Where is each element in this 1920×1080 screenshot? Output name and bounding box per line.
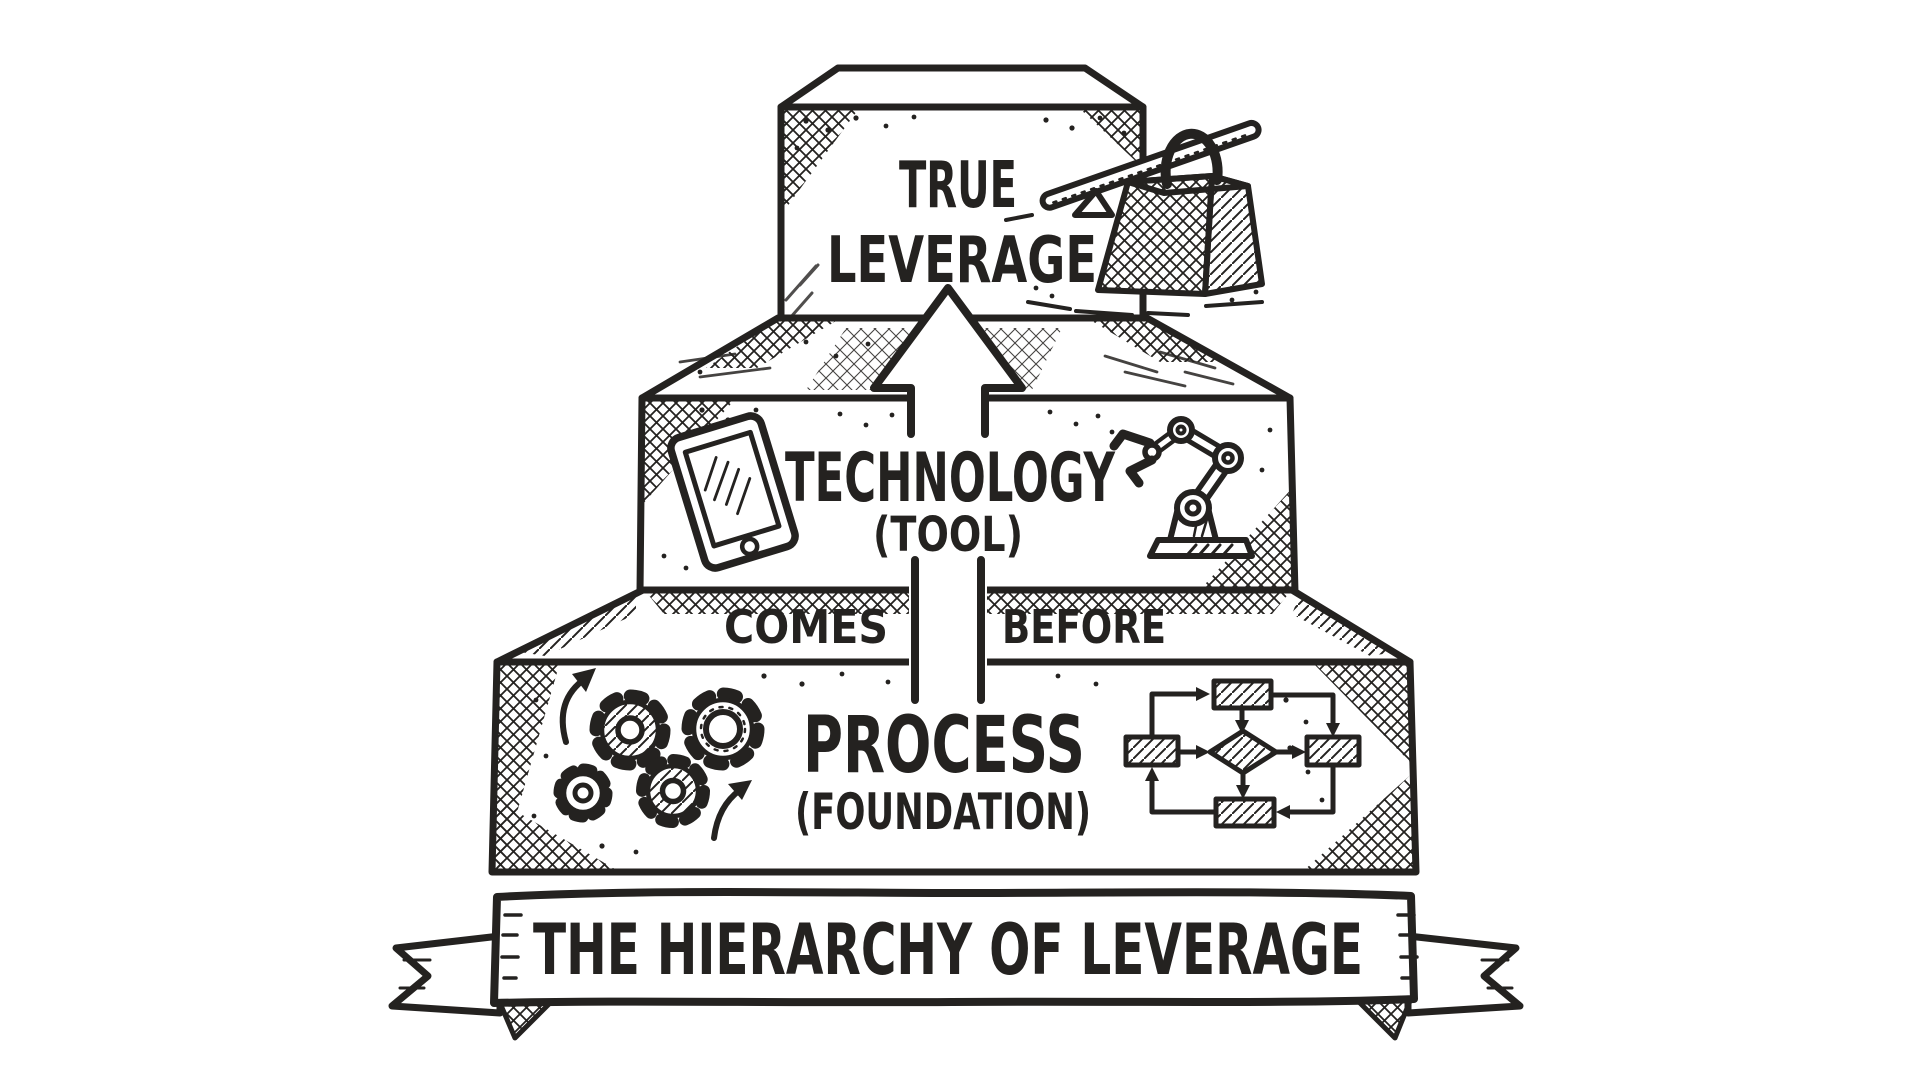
gear-large-open bbox=[681, 687, 765, 771]
tier-middle-sublabel: (TOOL) bbox=[873, 507, 1023, 563]
screen-shine bbox=[703, 456, 752, 516]
top-block-front-face bbox=[777, 103, 1147, 334]
top-block: TRUE LEVERAGE bbox=[777, 64, 1265, 334]
hatch-decoration bbox=[520, 594, 636, 656]
tier-bottom-label: PROCESS bbox=[803, 701, 1085, 791]
ribbon-dashes bbox=[500, 913, 1419, 980]
gripper-claw bbox=[1109, 429, 1157, 488]
gear-small bbox=[553, 763, 613, 823]
flow-lines bbox=[1149, 691, 1336, 815]
up-arrow bbox=[870, 284, 1026, 438]
robot-arm-icon bbox=[1095, 413, 1273, 559]
hatch-decoration bbox=[1312, 662, 1410, 762]
hatch-decoration bbox=[1302, 770, 1416, 872]
ribbon-banner: THE HIERARCHY OF LEVERAGE bbox=[388, 888, 1524, 1041]
banner-title: THE HIERARCHY OF LEVERAGE bbox=[533, 909, 1363, 991]
tablet-icon bbox=[667, 412, 799, 572]
weight bbox=[1095, 128, 1265, 297]
hatch-decoration bbox=[1087, 318, 1225, 362]
flow-node-hatch bbox=[1126, 681, 1359, 826]
sketch-lines bbox=[784, 263, 820, 320]
tier-bottom-sublabel: (FOUNDATION) bbox=[795, 783, 1091, 841]
stipple-dots bbox=[1033, 285, 1259, 303]
hatch-decoration bbox=[781, 107, 860, 215]
stipple-dots bbox=[531, 671, 1325, 855]
hatch-decoration bbox=[706, 318, 841, 368]
rotation-arrow-head bbox=[728, 780, 752, 800]
sketch-lines bbox=[678, 350, 1235, 388]
flow-arrowheads bbox=[1145, 687, 1340, 819]
ground-shadow bbox=[1004, 213, 1264, 317]
before-label: BEFORE bbox=[1002, 600, 1166, 654]
rotation-arrow-head bbox=[572, 668, 596, 692]
stipple-dots bbox=[697, 339, 871, 375]
weight-handle bbox=[1160, 128, 1223, 189]
top-block-top-face bbox=[777, 64, 1147, 111]
gear-medium-hatched bbox=[636, 754, 710, 828]
home-button bbox=[739, 536, 760, 557]
flowchart-icon bbox=[1123, 678, 1362, 829]
arrow-head-outline bbox=[870, 284, 1026, 438]
ribbon-tail-left bbox=[388, 932, 504, 1017]
comes-label: COMES bbox=[724, 600, 888, 654]
tier-top-label-line1: TRUE bbox=[899, 149, 1017, 223]
gears-icon bbox=[553, 668, 765, 841]
gear-large-hatched bbox=[589, 689, 671, 771]
stipple-dots bbox=[794, 114, 1127, 151]
hatch-decoration bbox=[1292, 594, 1396, 656]
ribbon-band bbox=[490, 888, 1418, 1007]
up-arrow-shaft bbox=[909, 556, 987, 704]
ribbon-tail-right bbox=[1404, 932, 1524, 1017]
lever-weight-icon bbox=[1004, 119, 1265, 317]
tier-top-label-line2: LEVERAGE bbox=[827, 224, 1097, 298]
hatch-decoration bbox=[1078, 107, 1143, 168]
fulcrum bbox=[1072, 188, 1115, 218]
hatch-decoration bbox=[497, 800, 620, 872]
tier-middle-label: TECHNOLOGY bbox=[785, 439, 1115, 518]
stipple-dots bbox=[1095, 413, 1273, 473]
